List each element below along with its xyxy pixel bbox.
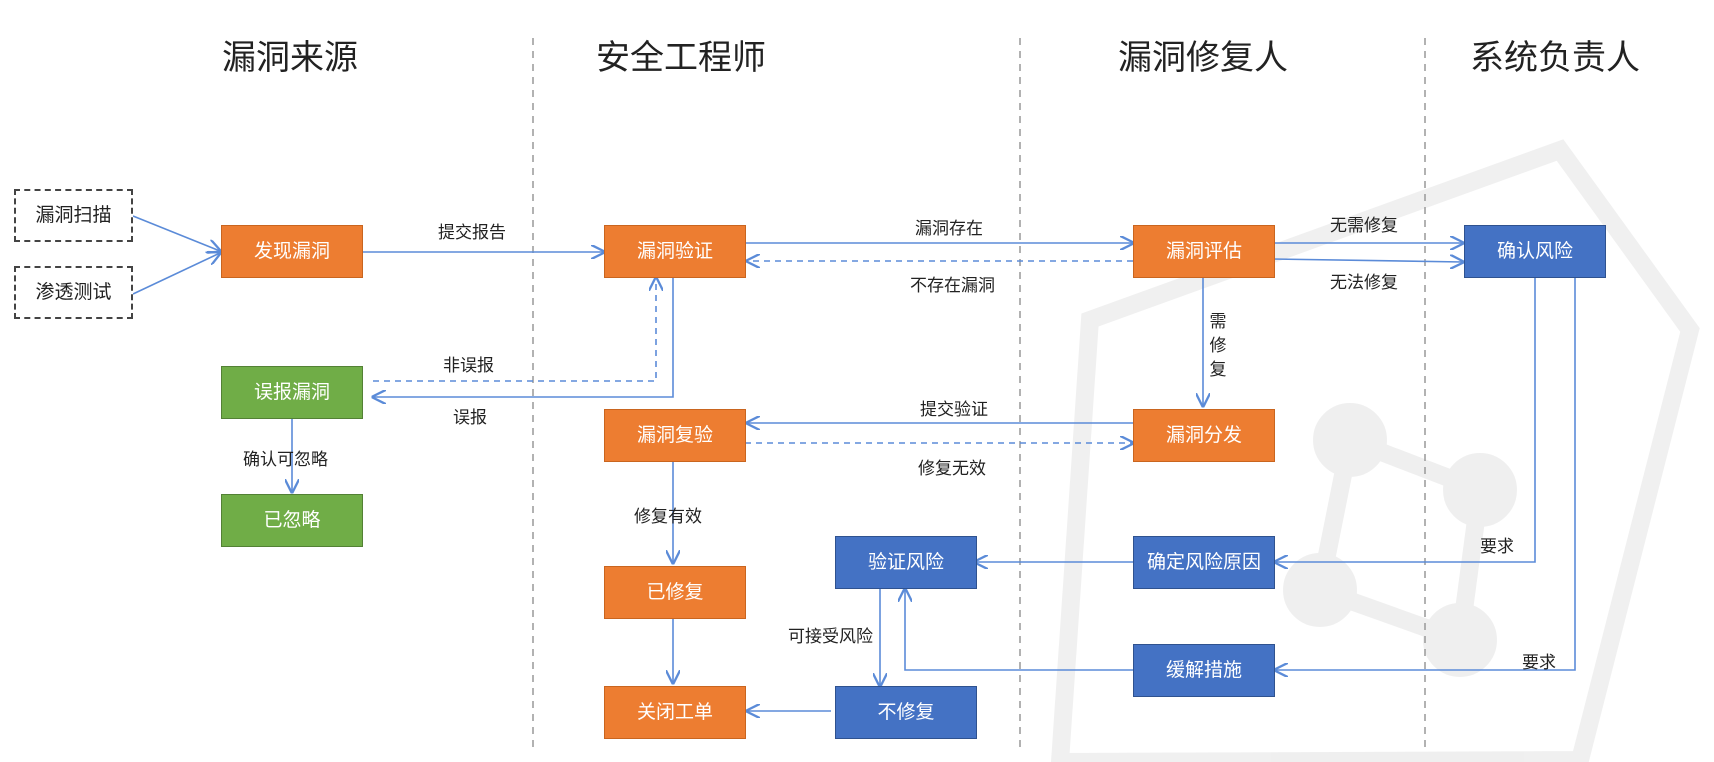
node-false-report: 误报漏洞 [221, 366, 363, 419]
node-mitigation: 缓解措施 [1133, 644, 1275, 697]
node-retest: 漏洞复验 [604, 409, 746, 462]
label-acceptable-risk: 可接受风险 [788, 627, 873, 647]
edge-not-false-report [373, 278, 656, 382]
edge-require-1 [1275, 278, 1536, 562]
label-no-fix-needed: 无需修复 [1330, 216, 1398, 236]
node-fixed: 已修复 [604, 566, 746, 619]
label-submit-verify: 提交验证 [920, 400, 988, 420]
edge-cannot-fix [1271, 259, 1463, 262]
node-root-cause: 确定风险原因 [1133, 536, 1275, 589]
label-not-exists: 不存在漏洞 [910, 276, 995, 296]
label-needs-fix: 需修复 [1209, 312, 1227, 380]
label-not-false-report: 非误报 [443, 356, 494, 376]
edge-require-2 [1275, 278, 1576, 670]
node-vuln-scan: 漏洞扫描 [14, 189, 133, 242]
edge-scan-discover [132, 215, 220, 251]
label-confirm-ignorable: 确认可忽略 [243, 450, 328, 470]
label-cannot-fix: 无法修复 [1330, 273, 1398, 293]
lane-title-security-engineer: 安全工程师 [596, 38, 766, 78]
edge-mitigation-verify [905, 589, 1133, 671]
lane-title-source: 漏洞来源 [222, 38, 358, 78]
node-distribute: 漏洞分发 [1133, 409, 1275, 462]
label-submit-report: 提交报告 [438, 223, 506, 243]
label-require-2: 要求 [1522, 653, 1556, 673]
label-require-1: 要求 [1480, 537, 1514, 557]
edge-false-report [373, 278, 674, 397]
node-verify: 漏洞验证 [604, 225, 746, 278]
lane-title-system-owner: 系统负责人 [1470, 38, 1640, 78]
node-assess: 漏洞评估 [1133, 225, 1275, 278]
label-fix-invalid: 修复无效 [918, 459, 986, 479]
lane-title-fixer: 漏洞修复人 [1118, 38, 1288, 78]
label-vuln-exists: 漏洞存在 [915, 219, 983, 239]
node-verify-risk: 验证风险 [835, 536, 977, 589]
watermark-logo [1050, 139, 1700, 762]
edge-pentest-discover [132, 253, 220, 295]
node-ignored: 已忽略 [221, 494, 363, 547]
node-no-fix: 不修复 [835, 686, 977, 739]
node-discover: 发现漏洞 [221, 225, 363, 278]
node-confirm-risk: 确认风险 [1464, 225, 1606, 278]
label-fix-valid: 修复有效 [634, 507, 702, 527]
node-pentest: 渗透测试 [14, 266, 133, 319]
label-false-report: 误报 [453, 408, 487, 428]
node-close-ticket: 关闭工单 [604, 686, 746, 739]
